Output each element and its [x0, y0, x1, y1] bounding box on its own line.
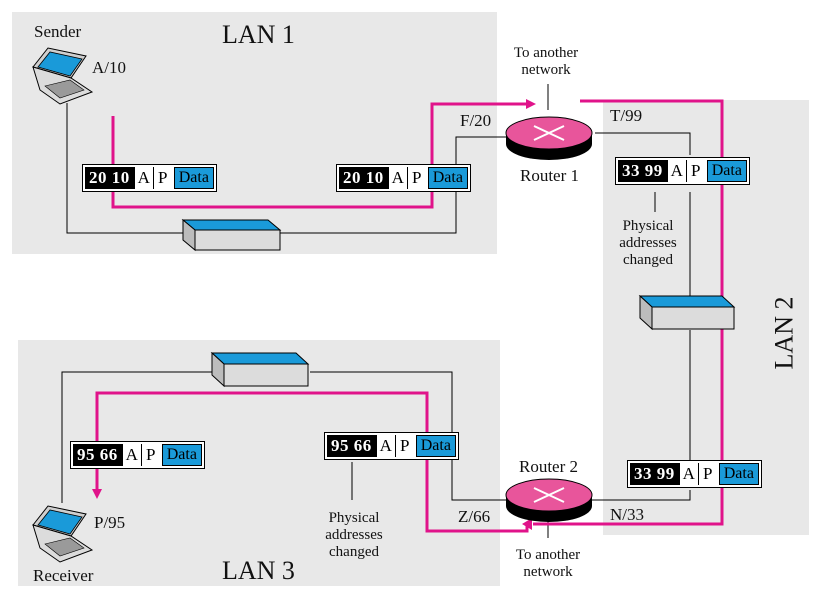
- cable-sender-switch1: [66, 103, 190, 234]
- lan2-title: LAN 2: [769, 296, 799, 370]
- frame-logical-dest: P: [394, 435, 414, 457]
- receiver-laptop-icon: [32, 505, 94, 563]
- frame-data: Data: [173, 167, 214, 189]
- sender-laptop-icon: [32, 47, 94, 105]
- frame-lan3-router2: 95 66 A P Data: [324, 432, 459, 460]
- switch-lan3: [210, 351, 310, 388]
- receiver-address: P/95: [94, 513, 126, 532]
- physical-addresses-changed-note-1: Physical addresses changed: [619, 218, 677, 268]
- router1-icon: [505, 116, 593, 160]
- frame-lan2-router2: 33 99 A P Data: [627, 460, 762, 488]
- lan1-area: [12, 12, 497, 254]
- receiver-label: Receiver: [33, 566, 94, 585]
- cable-lan2-router2: [592, 490, 691, 501]
- router1-label: Router 1: [520, 166, 580, 185]
- frame-logical-source: A: [121, 444, 141, 466]
- router2-label: Router 2: [519, 457, 579, 476]
- cabling: [61, 84, 691, 538]
- frame-physical-address: 20 10: [339, 167, 388, 189]
- cable-receiver-switch3: [61, 371, 215, 503]
- frame-lan1-sender: 20 10 A P Data: [82, 164, 217, 192]
- sender-label: Sender: [34, 22, 82, 41]
- frame-logical-dest: P: [697, 463, 717, 485]
- lan3-title: LAN 3: [222, 556, 295, 585]
- frame-logical-source: A: [678, 463, 698, 485]
- frame-lan2-router1: 33 99 A P Data: [615, 157, 750, 185]
- router2-lan2-address: N/33: [610, 505, 644, 524]
- to-another-network-label-2: To another network: [515, 547, 581, 580]
- sender-address: A/10: [92, 58, 126, 77]
- frame-logical-dest: P: [140, 444, 160, 466]
- cable-router1-lan2: [595, 132, 691, 155]
- frame-lan3-receiver: 95 66 A P Data: [70, 441, 205, 469]
- frame-logical-source: A: [133, 167, 153, 189]
- frame-logical-dest: P: [152, 167, 172, 189]
- path-arrow-router2: [522, 518, 532, 530]
- router2-lan3-address: Z/66: [458, 507, 491, 526]
- lan1-title: LAN 1: [222, 20, 295, 49]
- frame-logical-dest: P: [406, 167, 426, 189]
- frame-logical-source: A: [387, 167, 407, 189]
- frame-physical-address: 95 66: [327, 435, 376, 457]
- frame-physical-address: 20 10: [85, 167, 134, 189]
- switch-lan1: [181, 218, 282, 252]
- frame-lan1-router1: 20 10 A P Data: [336, 164, 471, 192]
- frame-physical-address: 33 99: [618, 160, 667, 182]
- router2-icon: [505, 478, 593, 522]
- router1-lan1-address: F/20: [460, 111, 492, 130]
- frame-data: Data: [161, 444, 202, 466]
- router1-lan2-address: T/99: [610, 106, 643, 125]
- frame-data: Data: [427, 167, 468, 189]
- frame-logical-source: A: [666, 160, 686, 182]
- frame-data: Data: [706, 160, 747, 182]
- to-another-network-label-1: To another network: [513, 45, 579, 78]
- physical-addresses-changed-note-2: Physical addresses changed: [325, 510, 383, 560]
- frame-logical-source: A: [375, 435, 395, 457]
- path-lan3: [92, 391, 529, 533]
- frame-data: Data: [718, 463, 759, 485]
- frame-logical-dest: P: [685, 160, 705, 182]
- frame-physical-address: 33 99: [630, 463, 679, 485]
- frame-data: Data: [415, 435, 456, 457]
- switch-lan2: [638, 294, 736, 331]
- frame-physical-address: 95 66: [73, 444, 122, 466]
